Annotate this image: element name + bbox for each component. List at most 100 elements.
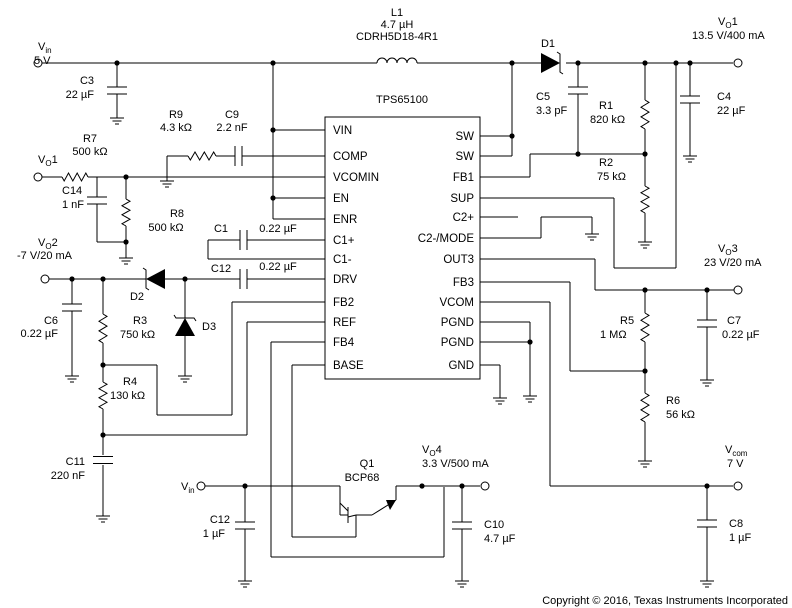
- svg-text:1 µF: 1 µF: [203, 528, 226, 540]
- ic-right-pins: SWSWFB1SUPC2+C2-/MODEOUT3FB3VCOMPGNDPGND…: [418, 131, 475, 372]
- ic-pin-label: REF: [333, 317, 356, 329]
- svg-text:500 kΩ: 500 kΩ: [72, 146, 107, 158]
- junction-dot: [687, 60, 693, 66]
- capacitor-c4: [680, 95, 700, 104]
- ic-pin-label: FB1: [453, 172, 474, 184]
- svg-text:1 MΩ: 1 MΩ: [600, 329, 627, 341]
- svg-text:D1: D1: [541, 38, 555, 50]
- ic-pin-label: VCOM: [440, 297, 475, 309]
- junction-dot: [509, 133, 515, 139]
- junction-dot: [642, 287, 648, 293]
- ic-pin-label: FB2: [333, 297, 354, 309]
- svg-text:R2: R2: [599, 157, 613, 169]
- junction-dot: [642, 60, 648, 66]
- svg-text:R5: R5: [620, 315, 634, 327]
- ground-symbol: [492, 391, 508, 405]
- component-labels: C3 22 µF C4 22 µF C5 3.3 pF R1 820 kΩ R2…: [20, 75, 759, 545]
- svg-text:5 V: 5 V: [34, 55, 51, 67]
- svg-text:2.2 nF: 2.2 nF: [216, 122, 247, 134]
- junction-dot: [575, 151, 581, 157]
- net-labels: Vin 5 V VO1 13.5 V/400 mA VO1 VO2 -7 V/2…: [17, 16, 765, 495]
- copyright-notice: Copyright © 2016, Texas Instruments Inco…: [542, 595, 788, 607]
- junction-dot: [642, 368, 648, 374]
- junction-dot: [270, 127, 276, 133]
- terminal-connector: [33, 172, 43, 182]
- junction-dot: [100, 432, 106, 438]
- resistor-r3: [98, 313, 108, 344]
- svg-text:13.5 V/400 mA: 13.5 V/400 mA: [692, 30, 765, 42]
- resistors: [61, 99, 651, 423]
- ground-symbol: [64, 369, 80, 383]
- ground-symbol: [237, 574, 253, 588]
- capacitor-c11: [93, 456, 113, 464]
- svg-text:L1: L1: [391, 7, 403, 19]
- capacitors: [62, 86, 717, 530]
- svg-text:C8: C8: [729, 518, 743, 530]
- junction-dot: [100, 276, 106, 282]
- ic-pin-label: C1+: [333, 235, 355, 247]
- svg-text:R6: R6: [666, 395, 680, 407]
- ground-symbol: [637, 235, 653, 249]
- junction-dot: [509, 60, 515, 66]
- svg-text:C4: C4: [717, 91, 731, 103]
- junction-dot: [270, 60, 276, 66]
- capacitor-c14: [87, 196, 107, 205]
- ic-pin-label: COMP: [333, 151, 368, 163]
- net-vo4-label: VO4: [422, 444, 442, 458]
- ic-pin-label: FB3: [453, 277, 474, 289]
- resistor-r4: [97, 381, 109, 410]
- ground-symbol: [95, 509, 111, 523]
- svg-text:-7 V/20 mA: -7 V/20 mA: [17, 250, 73, 262]
- svg-text:C12: C12: [211, 263, 231, 275]
- capacitor-c10: [452, 521, 472, 530]
- resistor-r2: [639, 185, 651, 214]
- svg-text:R8: R8: [170, 208, 184, 220]
- svg-text:R3: R3: [133, 315, 147, 327]
- svg-text:C6: C6: [44, 315, 58, 327]
- capacitor-c1: [239, 230, 248, 250]
- ground-symbol: [699, 574, 715, 588]
- svg-text:23 V/20 mA: 23 V/20 mA: [704, 257, 762, 269]
- svg-text:C7: C7: [727, 315, 741, 327]
- net-vcom-label: Vcom: [725, 444, 748, 458]
- junction-dot: [459, 483, 465, 489]
- net-vin-q1-label: Vin: [181, 481, 195, 495]
- terminal-connector: [733, 285, 743, 295]
- resistor-r9: [187, 151, 217, 161]
- capacitor-c8: [697, 519, 717, 528]
- terminal-connector: [733, 58, 743, 68]
- junction-dot: [419, 483, 425, 489]
- svg-text:4.3 kΩ: 4.3 kΩ: [160, 122, 192, 134]
- ic-pin-label: SUP: [450, 193, 474, 205]
- capacitor-c7: [697, 319, 717, 328]
- junction-dot: [114, 60, 120, 66]
- svg-text:R9: R9: [169, 109, 183, 121]
- junction-dot: [673, 60, 679, 66]
- svg-text:C11: C11: [66, 456, 85, 468]
- ic-pin-label: VCOMIN: [333, 172, 379, 184]
- svg-text:22 µF: 22 µF: [717, 105, 746, 117]
- ground-symbol: [118, 251, 134, 265]
- resistor-r5: [640, 312, 650, 343]
- svg-text:130 kΩ: 130 kΩ: [110, 390, 145, 402]
- capacitor-c6: [62, 303, 82, 312]
- ground-symbol: [682, 149, 698, 163]
- ground-symbol: [109, 111, 125, 125]
- ic-pin-label: DRV: [333, 274, 357, 286]
- ic-pin-label: C2-/MODE: [418, 233, 475, 245]
- ground-symbol: [177, 369, 193, 383]
- svg-text:C3: C3: [80, 75, 94, 87]
- svg-text:D2: D2: [130, 291, 144, 303]
- net-vo3-label: VO3: [718, 243, 738, 257]
- diode-d1: D1: [541, 38, 564, 75]
- svg-text:820 kΩ: 820 kΩ: [590, 114, 625, 126]
- terminal-connector: [40, 274, 50, 284]
- ic-pin-label: SW: [455, 151, 474, 163]
- ic-pin-label: FB4: [333, 337, 355, 349]
- svg-text:0.22 µF: 0.22 µF: [722, 329, 760, 341]
- ic-pin-label: GND: [448, 360, 474, 372]
- resistor-r1: [640, 99, 650, 130]
- ic-pin-label: SW: [455, 131, 474, 143]
- capacitor-c9: [234, 146, 243, 166]
